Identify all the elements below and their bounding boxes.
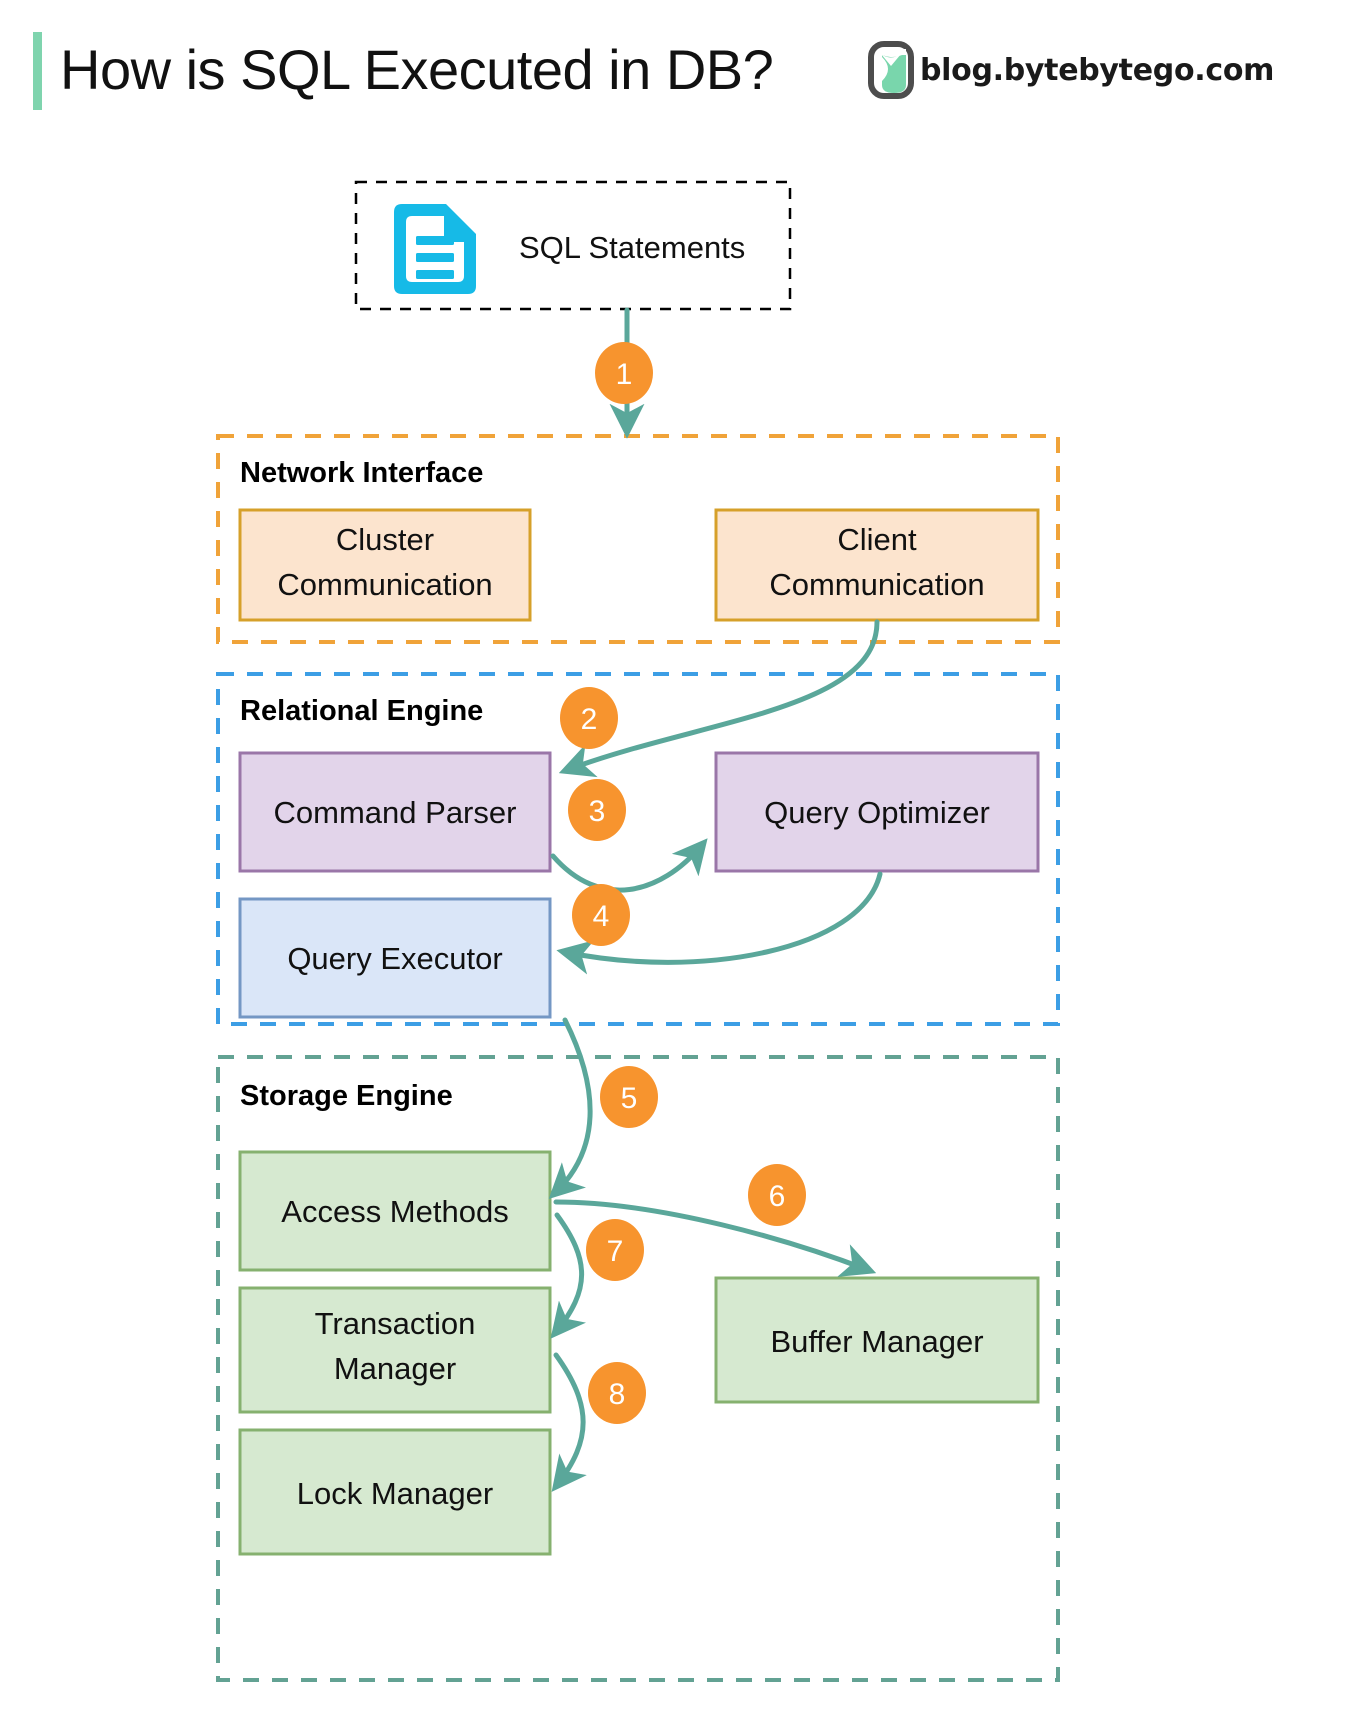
step-badge-1-label: 1 — [616, 358, 633, 391]
node-transaction-manager[interactable]: Transaction Manager — [238, 1286, 552, 1414]
group-title-storage-engine: Storage Engine — [240, 1080, 453, 1112]
edge-5-executor-to-access — [548, 1017, 593, 1200]
step-badge-6-label: 6 — [769, 1180, 786, 1213]
node-cluster-communication[interactable]: Cluster Communication — [238, 508, 532, 622]
edge-8-transaction-to-lock — [551, 1352, 587, 1492]
node-label-query-optimizer: Query Optimizer — [764, 795, 990, 830]
step-badge-5-label: 5 — [621, 1082, 638, 1115]
node-label-transaction-manager-line2: Manager — [334, 1351, 456, 1386]
document-icon — [394, 204, 476, 294]
node-label-lock-manager: Lock Manager — [297, 1476, 493, 1511]
step-badges: 1 2 3 4 5 — [560, 342, 806, 1424]
node-label-cluster-communication-line2: Communication — [277, 567, 492, 602]
group-relational-engine: Relational Engine Command Parser Query O… — [216, 672, 1060, 1026]
node-label-access-methods: Access Methods — [281, 1194, 508, 1229]
bytebytego-logo-icon — [868, 41, 914, 99]
node-label-query-executor: Query Executor — [287, 941, 502, 976]
edge-6-access-to-buffer — [553, 1199, 877, 1277]
group-network-interface: Network Interface Cluster Communication … — [216, 434, 1060, 644]
node-query-executor[interactable]: Query Executor — [238, 897, 552, 1019]
brand-url: blog.bytebytego.com — [920, 52, 1275, 88]
edge-2-client-to-parser — [558, 619, 880, 778]
node-query-optimizer[interactable]: Query Optimizer — [714, 751, 1040, 873]
edge-3-parser-to-optimizer — [550, 838, 708, 893]
step-badge-3: 3 — [568, 779, 626, 841]
group-title-relational-engine: Relational Engine — [240, 695, 483, 727]
step-badge-3-label: 3 — [589, 795, 606, 828]
step-badge-8-label: 8 — [609, 1378, 626, 1411]
node-label-cluster-communication-line1: Cluster — [336, 522, 434, 557]
sql-statements-label: SQL Statements — [519, 230, 745, 265]
node-lock-manager[interactable]: Lock Manager — [238, 1428, 552, 1556]
group-storage-engine: Storage Engine Access Methods Transactio… — [216, 1055, 1060, 1682]
step-badge-7-label: 7 — [607, 1235, 624, 1268]
step-badge-8: 8 — [588, 1362, 646, 1424]
step-badge-4-label: 4 — [593, 900, 610, 933]
group-title-network-interface: Network Interface — [240, 457, 483, 489]
node-label-buffer-manager: Buffer Manager — [770, 1324, 983, 1359]
step-badge-5-circle: 5 — [600, 1066, 658, 1128]
edge-7-access-to-transaction — [550, 1212, 587, 1339]
sql-statements-box: SQL Statements — [354, 180, 792, 311]
node-access-methods[interactable]: Access Methods — [238, 1150, 552, 1272]
node-buffer-manager[interactable]: Buffer Manager — [714, 1276, 1040, 1404]
node-label-client-communication-line1: Client — [837, 522, 917, 557]
node-label-command-parser: Command Parser — [274, 795, 517, 830]
node-client-communication[interactable]: Client Communication — [714, 508, 1040, 622]
node-command-parser[interactable]: Command Parser — [238, 751, 552, 873]
page-title: How is SQL Executed in DB? — [60, 38, 774, 101]
step-badge-2-label: 2 — [581, 703, 598, 736]
title-accent-bar — [33, 32, 42, 110]
node-label-transaction-manager-line1: Transaction — [315, 1306, 476, 1341]
brand-watermark: blog.bytebytego.com — [868, 38, 1274, 102]
page-header: How is SQL Executed in DB? blog.bytebyte… — [0, 0, 1358, 140]
edge-4-optimizer-to-executor — [556, 871, 883, 975]
step-badge-7: 7 — [586, 1219, 644, 1281]
node-label-client-communication-line2: Communication — [769, 567, 984, 602]
sql-execution-flow-diagram: SQL Statements Network Interface Cluster… — [0, 140, 1358, 1722]
step-badge-6: 6 — [748, 1164, 806, 1226]
step-badge-4: 4 — [572, 884, 630, 946]
step-badge-1: 1 — [595, 342, 653, 404]
step-badge-2: 2 — [560, 687, 618, 749]
